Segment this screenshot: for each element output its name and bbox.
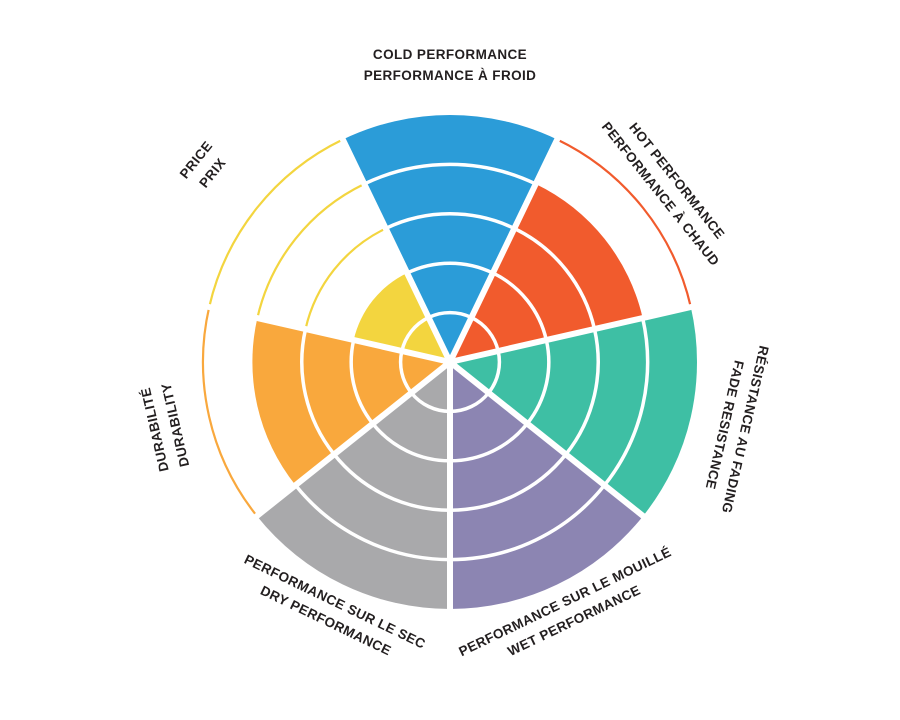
ring-divider: [603, 317, 650, 487]
ring-divider: [427, 310, 473, 320]
ring-divider: [449, 391, 490, 414]
sector-separator: [248, 359, 452, 524]
ring-divider: [371, 422, 451, 463]
ring-divider: [406, 261, 494, 275]
sector-cold-wedge: [342, 114, 558, 363]
sector-wet-wedge: [450, 362, 644, 609]
ring-divider: [487, 350, 502, 394]
ring-divider: [449, 422, 529, 463]
sector-price-empty-ring-arc: [256, 182, 365, 319]
ring-divider: [300, 328, 336, 456]
sector-separator: [336, 130, 453, 364]
ring-divider: [400, 315, 430, 352]
sector-dry-wedge: [256, 362, 450, 609]
sector-fade-wedge: [450, 307, 698, 516]
sector-separator: [447, 130, 564, 364]
ring-divider: [492, 271, 549, 341]
ring-divider: [294, 484, 451, 562]
sector-separator: [448, 359, 652, 524]
sector-separator: [200, 302, 451, 365]
ring-divider: [384, 212, 516, 231]
ring-divider: [349, 339, 375, 425]
sector-price-empty-ring-arc: [208, 138, 344, 308]
ring-divider: [332, 453, 451, 512]
ring-divider: [449, 484, 606, 562]
sector-price-wedge: [353, 272, 450, 362]
ring-divider: [525, 339, 551, 425]
sector-hot-wedge: [450, 183, 643, 362]
ring-divider: [449, 453, 568, 512]
ring-divider: [410, 391, 451, 414]
ring-divider: [363, 162, 537, 186]
sector-separator: [449, 302, 700, 365]
sector-durability-empty-ring-arc: [201, 306, 258, 517]
sector-hot-empty-ring-arc: [556, 138, 692, 308]
sector-price-empty-ring-arc: [304, 227, 387, 330]
ring-divider: [513, 226, 597, 330]
ring-divider: [564, 328, 600, 456]
ring-divider: [398, 350, 413, 394]
ring-divider: [470, 315, 500, 352]
